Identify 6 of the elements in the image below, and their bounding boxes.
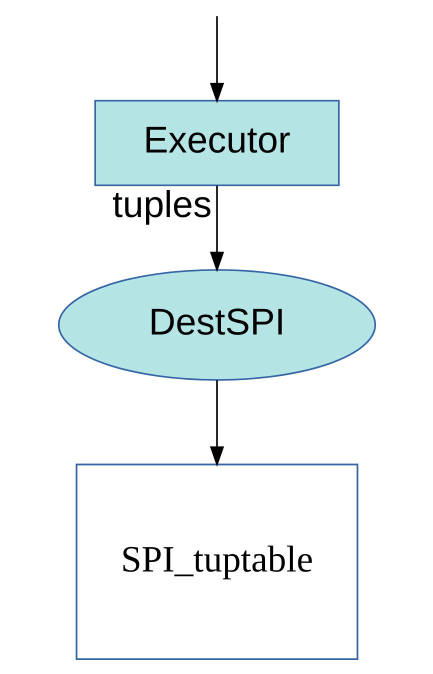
- arrow: [209, 16, 224, 104]
- node-box: SPI_tuptable: [75, 464, 358, 660]
- node-box: Executor: [94, 100, 340, 186]
- arrow: [209, 186, 224, 272]
- arrow: [209, 380, 224, 467]
- node-ellipse: DestSPI: [57, 269, 376, 381]
